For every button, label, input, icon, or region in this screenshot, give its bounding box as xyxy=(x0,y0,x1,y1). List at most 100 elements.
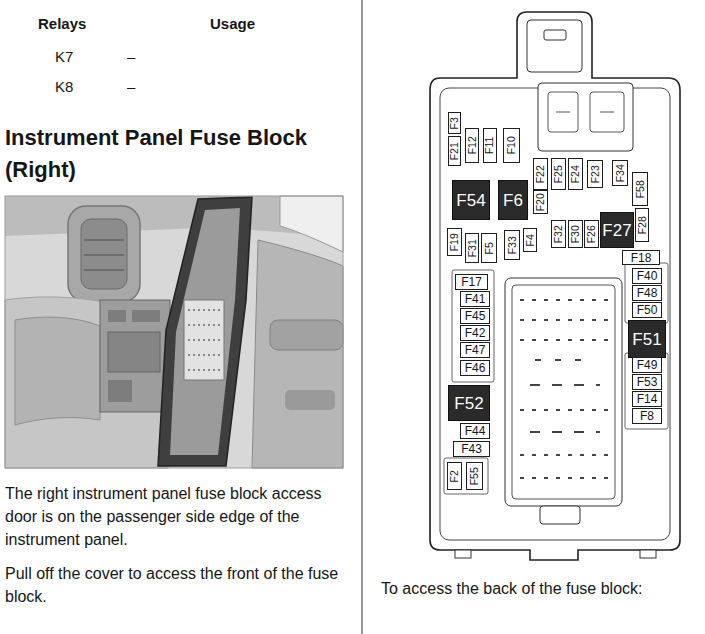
relay-socket-part xyxy=(590,92,624,132)
housing-inner-rim xyxy=(440,88,670,540)
connector-pins xyxy=(520,299,608,301)
fuse-label: F30 xyxy=(570,225,581,243)
passenger-door xyxy=(252,240,343,468)
fuse: F49 xyxy=(632,357,662,373)
fuse-slot-row xyxy=(444,458,488,494)
fuse-label: F58 xyxy=(635,180,646,198)
fuse: F40 xyxy=(632,268,662,284)
connector-tab xyxy=(540,506,580,524)
connector-pins xyxy=(520,339,608,341)
fuse-label: F2 xyxy=(449,470,460,482)
fuse: F34 xyxy=(612,160,628,186)
latch xyxy=(527,20,582,72)
fuse-label: F6 xyxy=(503,192,523,209)
relay-socket-part xyxy=(600,112,614,113)
fuse: F19 xyxy=(447,228,462,256)
fuse: F25 xyxy=(551,158,566,190)
body-text: The right instrument panel fuse block ac… xyxy=(5,482,345,551)
fuse-label: F45 xyxy=(465,310,486,322)
sticker-print xyxy=(188,324,220,326)
fuse: F2 xyxy=(447,462,462,490)
fuse-block-part xyxy=(108,310,126,322)
fuse: F23 xyxy=(587,160,603,188)
fuse: F30 xyxy=(568,220,583,248)
fuse-label: F52 xyxy=(454,395,483,412)
connector-pins xyxy=(530,431,600,433)
connector-pins xyxy=(535,359,595,361)
housing-outline xyxy=(430,12,680,560)
fuse: F48 xyxy=(632,285,662,301)
fuse: F8 xyxy=(632,408,662,424)
fuse-slot-row xyxy=(452,270,494,382)
section-heading: Instrument Panel Fuse Block (Right) xyxy=(5,122,345,186)
fuse: F26 xyxy=(584,220,599,248)
fuse-block-part xyxy=(108,380,132,402)
vent-slat xyxy=(84,239,124,241)
fuse: F5 xyxy=(481,233,497,263)
fuse-block-photo xyxy=(100,300,170,412)
relay-name: K7 xyxy=(55,47,115,67)
column-header: Relays xyxy=(38,14,158,34)
fuse-label: F50 xyxy=(637,304,658,316)
fuse-label: F33 xyxy=(507,236,518,254)
relay-socket-part xyxy=(556,112,570,113)
fuse: F44 xyxy=(460,423,490,439)
fuse: F28 xyxy=(635,208,649,242)
fuse-label: F41 xyxy=(465,293,486,305)
fuse-label: F10 xyxy=(506,136,517,154)
fuse-label: F44 xyxy=(465,425,486,437)
fuse-label: F55 xyxy=(469,467,480,485)
connector-pins xyxy=(520,477,608,479)
air-vent xyxy=(68,206,140,302)
fuse-label: F23 xyxy=(590,165,601,183)
fuse-label-sticker xyxy=(184,300,224,380)
fuse-label: F47 xyxy=(465,344,486,356)
vent-slat xyxy=(84,269,124,271)
housing-foot xyxy=(640,550,656,558)
fuse-label: F51 xyxy=(632,331,661,348)
fuse: F17 xyxy=(455,274,488,290)
fuse-label: F46 xyxy=(465,362,486,374)
large-fuse: F6 xyxy=(498,180,528,220)
fuse: F55 xyxy=(466,462,483,490)
fuse: F20 xyxy=(533,190,548,214)
fuse-label: F12 xyxy=(467,136,478,154)
fuse-label: F11 xyxy=(485,137,496,154)
illustration-ground xyxy=(5,196,343,468)
sticker-print xyxy=(188,354,220,356)
fuse-label: F32 xyxy=(553,225,564,243)
fuse: F45 xyxy=(460,308,490,324)
fuse-label: F5 xyxy=(484,242,495,254)
fuse: F22 xyxy=(533,158,548,190)
fuse-label: F19 xyxy=(449,233,460,251)
fuse-label: F3 xyxy=(449,117,460,129)
fuse-label: F54 xyxy=(456,192,485,209)
fuse: F32 xyxy=(551,220,566,248)
interior-illustration xyxy=(5,196,343,468)
latch-slot xyxy=(544,30,566,40)
connector-pins xyxy=(520,454,608,456)
housing-foot xyxy=(455,550,471,558)
connector-pins xyxy=(530,384,600,386)
fuse: F14 xyxy=(632,391,662,407)
fuse-label: F53 xyxy=(637,376,658,388)
fuse: F18 xyxy=(622,250,660,265)
fuse-label: F8 xyxy=(640,410,654,422)
fuse-label: F18 xyxy=(631,252,652,264)
sticker-print xyxy=(188,309,220,311)
fuse: F33 xyxy=(504,230,520,260)
relay-socket xyxy=(538,83,633,151)
fuse-label: F21 xyxy=(449,142,460,160)
door-armrest xyxy=(270,320,343,350)
column-rule xyxy=(362,0,363,634)
open-access-door xyxy=(158,197,252,466)
fuse-label: F49 xyxy=(637,359,658,371)
fuse: F12 xyxy=(465,128,479,163)
fuse-label: F48 xyxy=(637,287,658,299)
fuse-label: F28 xyxy=(637,216,648,234)
dash-panel xyxy=(15,317,100,425)
fuse: F31 xyxy=(465,233,479,263)
fuse-label: F27 xyxy=(602,222,631,239)
illustration-frame xyxy=(5,196,343,468)
